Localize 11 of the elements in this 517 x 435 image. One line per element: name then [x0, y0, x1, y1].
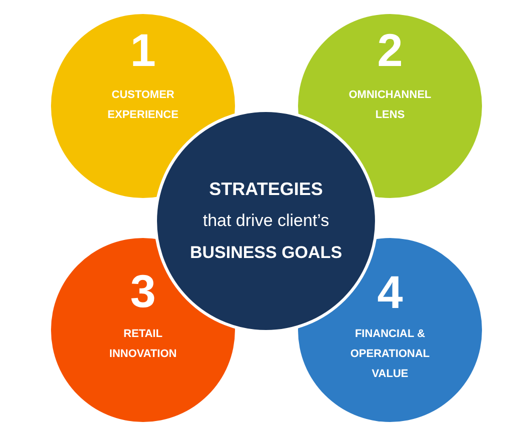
circle-label: CUSTOMER EXPERIENCE — [106, 88, 180, 123]
subheading-text: that drive client’s — [202, 210, 330, 232]
heading-text: STRATEGIES — [208, 178, 324, 201]
step-number: 2 — [376, 27, 404, 73]
step-number: 3 — [129, 268, 157, 314]
circle-label: RETAIL INNOVATION — [108, 327, 178, 362]
step-number: 1 — [129, 27, 157, 73]
circle-label: FINANCIAL & OPERATIONAL VALUE — [349, 327, 431, 382]
circle-label: OMNICHANNEL LENS — [348, 88, 432, 123]
heading-text: BUSINESS GOALS — [188, 242, 344, 264]
step-number: 4 — [376, 269, 404, 315]
